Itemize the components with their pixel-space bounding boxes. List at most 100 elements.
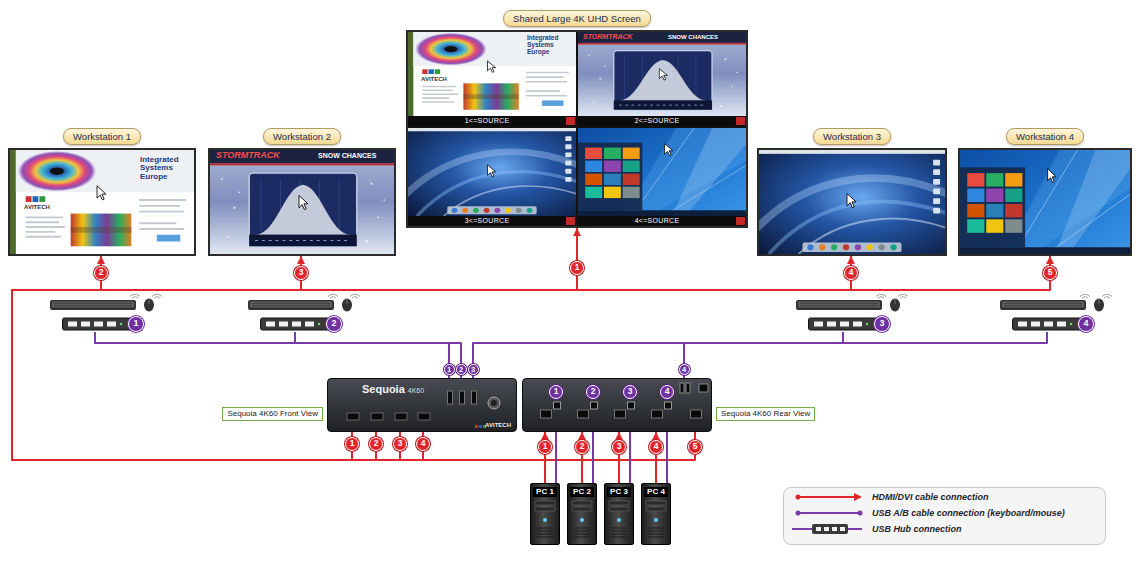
cable-line: [473, 332, 843, 378]
pc-label: PC 3: [607, 487, 631, 497]
workstation-screen-picture: [749, 150, 957, 254]
cable-connector: [95, 332, 449, 378]
usb-hub: 1: [62, 316, 146, 332]
arrowhead: [652, 432, 660, 440]
legend-panel: [832, 527, 837, 531]
sequoia-rear-panel: [680, 383, 684, 393]
sequoia-front-panel: [395, 413, 407, 420]
brand-name: Sequoia: [362, 383, 405, 395]
pc-tower: PC 2: [567, 483, 597, 545]
usb-hub: [1013, 318, 1082, 330]
pc-tower: [609, 507, 629, 511]
callout-number: 1: [345, 437, 359, 451]
hub-number: 4: [1078, 316, 1094, 332]
usb-hub: [292, 322, 301, 327]
shared-screen-picture: [399, 128, 587, 216]
cable-line: [95, 332, 449, 378]
hub-number: 3: [874, 316, 890, 332]
usb-hub: [318, 323, 321, 326]
cable-connector: [556, 432, 557, 483]
sequoia-rear-panel: [686, 383, 690, 393]
usb-hub: [1044, 322, 1053, 327]
callout-number: 3: [294, 266, 308, 280]
callout-number: 2: [369, 437, 383, 451]
callout-number: 4: [660, 385, 674, 399]
sequoia-front-panel: Sequoia 4K60 Front ViewSequoia4K60AVITEC…: [327, 378, 517, 432]
callout-number: 1: [549, 385, 563, 399]
cable-connector: [295, 332, 461, 378]
workstation-screen-picture: [958, 148, 1132, 256]
sequoia-rear-panel: [699, 384, 708, 392]
cable-connector: [12, 256, 376, 460]
cable-line: [684, 332, 1047, 378]
usb-hub: [1018, 322, 1027, 327]
workstation-screen-picture: [8, 148, 1132, 256]
shared-screen-picture: [578, 216, 746, 226]
legend-text: USB Hub connection: [872, 523, 962, 535]
cable-connector: [630, 432, 631, 483]
sequoia-rear-panel: [591, 402, 598, 409]
cable-line: [592, 432, 594, 483]
usb-hub: [1070, 323, 1073, 326]
shared-screen-picture: [578, 32, 746, 116]
sequoia-front-panel: [472, 391, 477, 404]
pc-tower: [617, 518, 621, 522]
legend-panel: [816, 527, 821, 531]
legend-panel: [854, 493, 862, 501]
sequoia-rear-panel: [628, 402, 635, 409]
usb-hub: 2: [260, 316, 344, 332]
pc-tower: [537, 528, 553, 537]
sequoia-rear-panel: [652, 410, 663, 418]
cable-line: [295, 332, 461, 378]
arrowhead: [541, 432, 549, 440]
shared-screen-picture: [736, 117, 745, 125]
screenshot-text: SNOW CHANCES: [318, 152, 376, 160]
pc-tower: [543, 518, 547, 522]
pc-tower: [648, 528, 664, 537]
usb-hub: [809, 318, 878, 330]
source-label: 4<=SOURCE: [578, 216, 736, 226]
shared-screen-picture: [408, 116, 576, 126]
pc-tower: [572, 501, 592, 505]
usb-hub: [107, 322, 116, 327]
callout-number: 3: [623, 385, 637, 399]
shared-screen-picture: [408, 216, 576, 226]
callout-number: 2: [575, 440, 589, 454]
workstation-title: Workstation 3: [813, 128, 891, 145]
callout-number: 1: [444, 364, 455, 375]
pc-tower: PC 1: [530, 483, 560, 545]
cable-line: [555, 432, 557, 483]
pc-tower: [646, 501, 666, 505]
logo-text: AVITECH: [24, 204, 50, 211]
legend-panel: [812, 524, 848, 534]
source-label: 1<=SOURCE: [408, 116, 566, 126]
shared-screen: Shared Large 4K UHD Screen: [406, 30, 748, 228]
cable-connector: [12, 256, 855, 460]
workstation-screen-picture: [8, 148, 196, 256]
workstation-screen-picture: [10, 150, 194, 254]
pc-label: PC 1: [533, 487, 557, 497]
callout-number: 3: [612, 440, 626, 454]
shared-screen-picture: [736, 217, 745, 225]
usb-hub: [63, 318, 132, 330]
shared-screen-picture: [578, 128, 746, 216]
usb-hub: [808, 316, 878, 332]
usb-hub: [120, 323, 123, 326]
workstation-screen-picture: [960, 150, 1130, 254]
cable-line: [629, 432, 631, 483]
cable-line: [12, 256, 376, 460]
arrowhead: [847, 256, 855, 264]
workstation-title: Workstation 4: [1006, 128, 1084, 145]
shared-screen-picture: [408, 32, 576, 116]
legend-panel: [848, 528, 862, 530]
usb-hub: [261, 318, 330, 330]
pc-tower: PC 3: [604, 483, 634, 545]
legend-panel: [840, 527, 845, 531]
sequoia-rear-panel: [691, 410, 702, 418]
arrowhead: [297, 256, 305, 264]
sequoia-front-panel: [448, 391, 453, 404]
pc-tower: [580, 518, 584, 522]
sequoia-front-panel: [488, 397, 500, 409]
cable-connector: [12, 256, 1054, 460]
